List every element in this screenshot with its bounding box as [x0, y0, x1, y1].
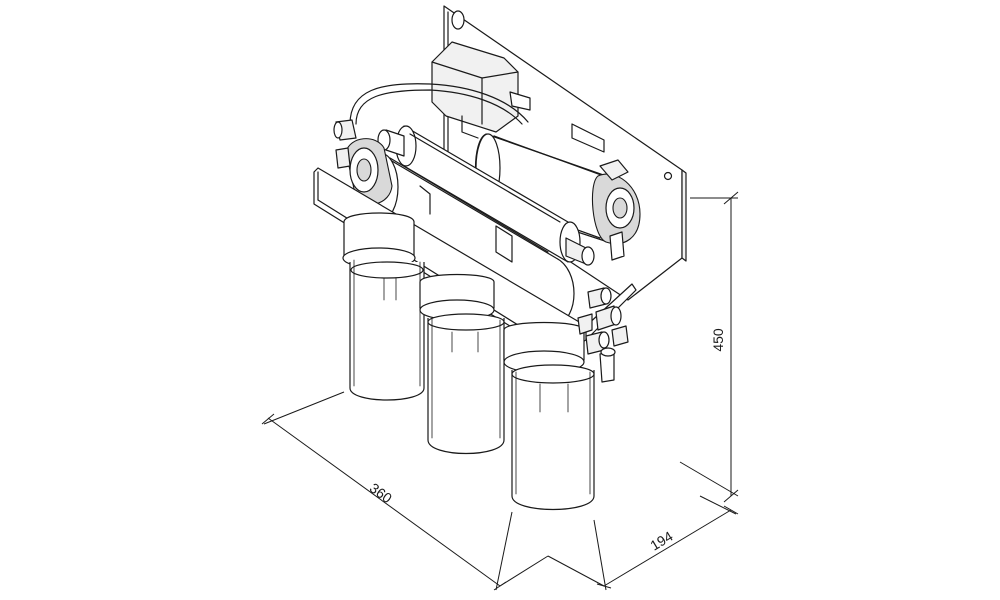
pump-control-box [431, 41, 531, 139]
filter-bowl-right [503, 321, 595, 510]
post-carbon-cartridge [377, 125, 595, 266]
outlet-fittings [577, 287, 629, 383]
ro-membrane-housing [474, 123, 641, 261]
height-dimension: 450 [679, 191, 739, 503]
filter-bowl-left [342, 212, 425, 401]
depth-dimension-label: 194 [647, 528, 675, 554]
depth-dimension: 194 [593, 495, 739, 591]
width-dimension-label: 360 [367, 480, 395, 507]
feed-tubing [349, 83, 529, 125]
filter-bowl-middle [419, 273, 505, 454]
height-dimension-label: 450 [710, 328, 726, 352]
